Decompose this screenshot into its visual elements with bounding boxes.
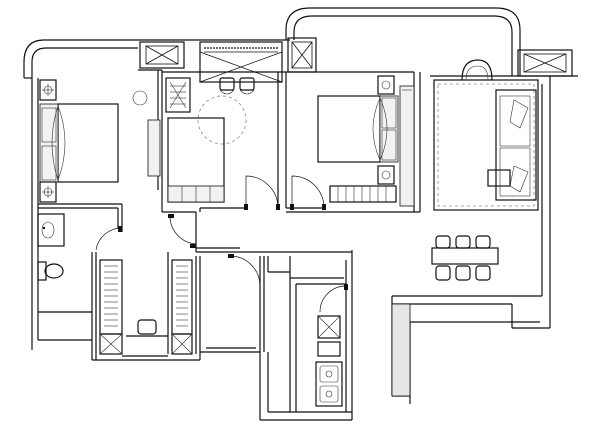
window-box-2 (287, 37, 317, 73)
nightstand-4 (377, 165, 395, 185)
wardrobe-3 (399, 85, 415, 207)
toilet-icon (37, 261, 64, 281)
bed-2 (167, 117, 225, 203)
utility-shelf (199, 41, 283, 83)
bed-1 (39, 103, 119, 183)
bedroom-3 (317, 75, 415, 207)
bedroom-1 (39, 79, 161, 203)
door-kitchen (319, 285, 347, 313)
desk-chair (126, 319, 168, 337)
door-jambs (118, 204, 348, 290)
nightstand-3 (377, 75, 395, 95)
interior-walls (38, 69, 421, 412)
hall-cabinet-right (171, 259, 193, 355)
hall-cabinet-left (99, 259, 123, 355)
bathroom (37, 213, 65, 281)
sofa (495, 89, 537, 201)
nightstand-2 (39, 181, 57, 203)
dining-chairs-bottom (435, 265, 491, 281)
door-bedroom1 (169, 215, 197, 245)
stove-icon (315, 361, 343, 407)
bed-3 (317, 95, 399, 163)
dining-chairs-top (435, 235, 491, 249)
wardrobe-2 (165, 77, 191, 113)
nightstand-1 (39, 79, 57, 101)
side-table (487, 169, 511, 187)
wardrobe-4 (329, 185, 397, 203)
living-room (433, 59, 539, 211)
master-bedroom (165, 77, 255, 203)
wardrobe-1 (147, 119, 161, 177)
door-bedroom3 (291, 175, 325, 209)
chairs (219, 77, 255, 95)
window-box-1 (139, 41, 185, 69)
doors (95, 175, 347, 313)
door-master (245, 175, 279, 209)
exterior-walls (23, 7, 578, 421)
armchair (461, 59, 493, 81)
dining-area (431, 235, 499, 281)
door-room-lower (229, 255, 261, 287)
kitchen (315, 315, 343, 407)
lamp-icon (132, 90, 148, 106)
rug-icon (197, 95, 247, 145)
window-box-3 (517, 49, 573, 77)
